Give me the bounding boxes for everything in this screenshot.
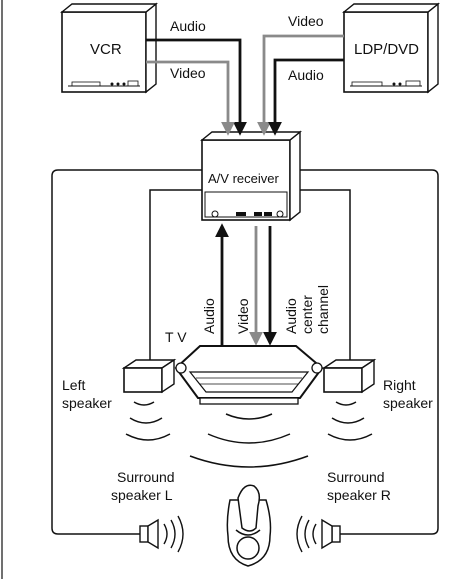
ldp-video-label: Video xyxy=(288,13,324,29)
listener-figure xyxy=(226,484,272,567)
ldp-video-cable xyxy=(257,34,344,136)
ldp-dvd-unit xyxy=(342,2,440,94)
center-channel-label-2: center xyxy=(299,295,315,334)
surround-l-label-2: speaker L xyxy=(111,487,173,503)
vcr-audio-label: Audio xyxy=(170,18,206,34)
right-speaker-label-2: speaker xyxy=(383,395,433,411)
vcr-audio-cable xyxy=(146,38,247,136)
left-speaker-label-1: Left xyxy=(62,377,85,393)
surround-speaker-wire xyxy=(51,169,439,535)
tv-label: T V xyxy=(165,329,187,345)
ldp-dvd-label: LDP/DVD xyxy=(354,41,419,58)
sound-waves xyxy=(125,401,373,468)
left-speaker-label-2: speaker xyxy=(62,395,112,411)
surround-r-label-1: Surround xyxy=(327,469,385,485)
av-receiver-unit xyxy=(200,130,302,222)
left-speaker-wire xyxy=(149,189,202,362)
vcr-unit xyxy=(60,2,158,94)
ldp-audio-cable xyxy=(268,58,344,136)
vcr-video-cable xyxy=(146,60,235,136)
right-speaker-label-1: Right xyxy=(383,377,416,393)
center-channel-label-3: channel xyxy=(315,285,331,334)
surround-speaker-r xyxy=(296,515,341,553)
tv-unit xyxy=(174,345,324,405)
ldp-audio-label: Audio xyxy=(288,67,324,83)
surround-r-label-2: speaker R xyxy=(327,487,391,503)
rx-video-label: Video xyxy=(235,298,251,334)
right-speaker xyxy=(321,358,377,394)
surround-l-label-1: Surround xyxy=(117,469,175,485)
rx-audio-label: Audio xyxy=(201,298,217,334)
av-receiver-label: A/V receiver xyxy=(208,171,279,186)
vcr-label: VCR xyxy=(90,41,122,58)
right-speaker-wire xyxy=(300,189,351,362)
center-channel-label-1: Audio xyxy=(283,298,299,334)
left-speaker xyxy=(121,358,177,394)
vcr-video-label: Video xyxy=(170,65,206,81)
surround-speaker-l xyxy=(139,515,184,553)
